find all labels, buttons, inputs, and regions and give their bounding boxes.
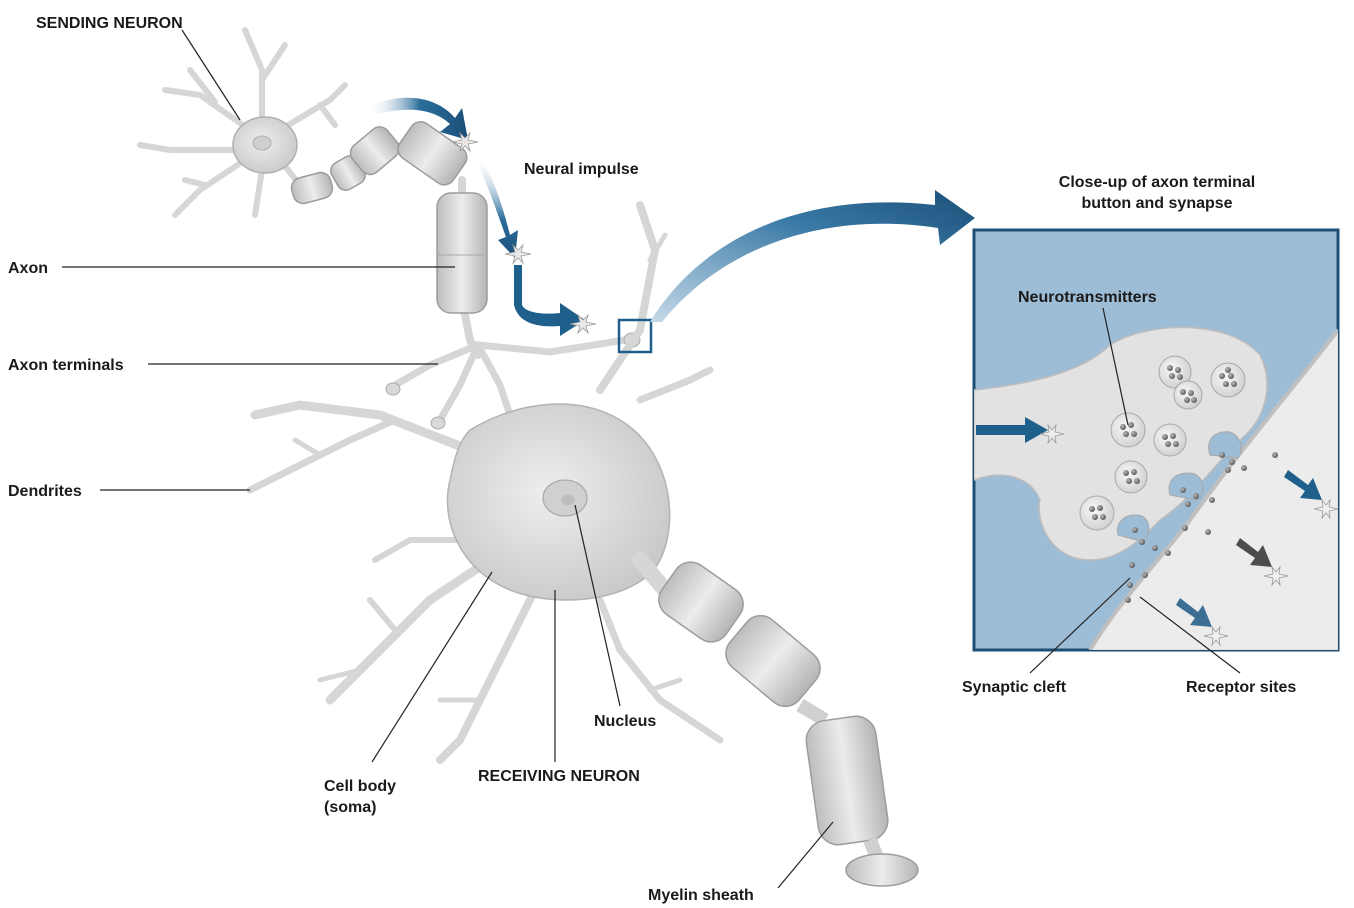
- axon-label: Axon: [8, 260, 48, 277]
- neural-impulse-label: Neural impulse: [524, 161, 639, 178]
- receiving-neuron-label: RECEIVING NEURON: [478, 768, 640, 785]
- sending-neuron-label: SENDING NEURON: [36, 15, 183, 32]
- myelin-sheath-label: Myelin sheath: [648, 887, 754, 904]
- dendrites-label: Dendrites: [8, 483, 82, 500]
- closeup-arrow: [650, 190, 975, 322]
- synaptic-cleft-label: Synaptic cleft: [962, 679, 1067, 696]
- cell-body-label-line2: (soma): [324, 799, 376, 816]
- neurotransmitters-label: Neurotransmitters: [1018, 289, 1157, 306]
- cell-body-label-line1: Cell body: [324, 778, 396, 795]
- closeup-title-line1: Close-up of axon terminal: [1059, 174, 1255, 191]
- sending-neuron: [140, 30, 471, 215]
- receptor-sites-label: Receptor sites: [1186, 679, 1296, 696]
- axon-terminals-label: Axon terminals: [8, 357, 124, 374]
- nucleus-label: Nucleus: [594, 713, 656, 730]
- closeup-title-line2: button and synapse: [1081, 195, 1232, 212]
